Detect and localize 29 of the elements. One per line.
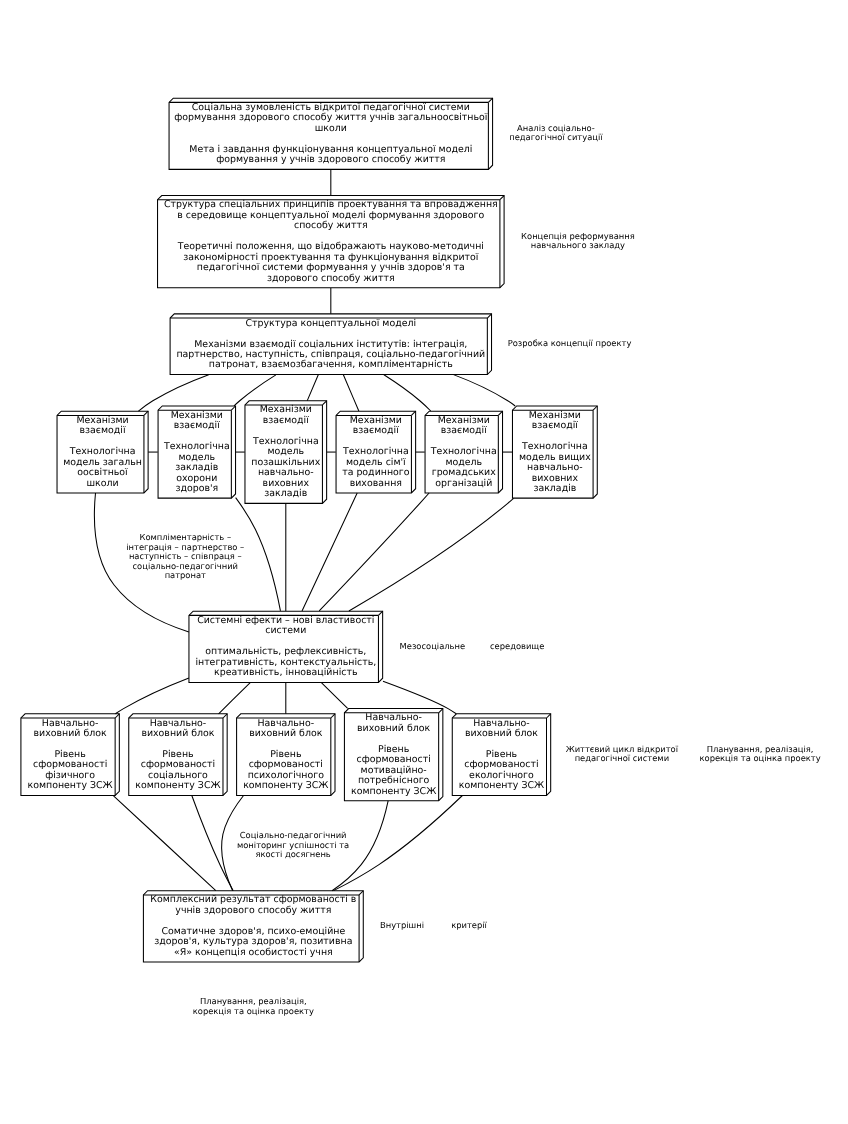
connector [285,681,287,715]
connector [114,677,190,715]
connector [452,374,516,407]
connector [330,168,332,196]
connector [235,451,246,453]
connector [285,503,287,612]
connector [348,497,515,612]
connector [147,451,159,453]
connector [137,374,210,412]
connector [320,681,349,709]
connector [382,680,457,715]
connector [502,451,513,453]
connector [301,492,358,612]
connector [306,374,319,402]
connector [113,795,217,892]
connector [383,374,432,412]
connector [191,795,234,892]
connector [330,287,332,315]
connector [333,794,463,892]
connector [218,681,251,715]
connector [93,492,190,633]
connector [318,492,430,612]
connector [326,451,337,453]
connector [342,374,360,412]
connector [235,497,281,612]
connector [331,800,389,892]
connector [221,795,244,892]
connector [233,374,277,407]
connector [415,451,426,453]
